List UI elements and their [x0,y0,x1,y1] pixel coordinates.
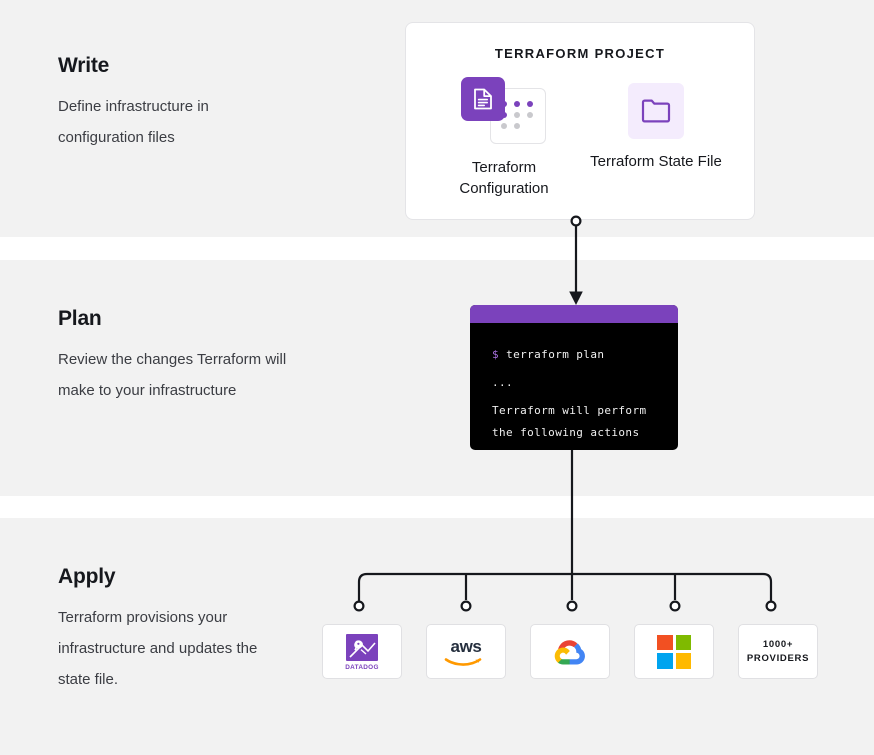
provider-card-more-providers[interactable]: 1000+ PROVIDERS [738,624,818,679]
provider-card-google-cloud[interactable] [530,624,610,679]
asset-terraform-configuration: Terraform Configuration [434,77,574,199]
step-write-title: Write [58,54,110,77]
asset-label-configuration: Terraform Configuration [459,159,549,197]
asset-terraform-state-file: Terraform State File [586,77,726,172]
provider-card-microsoft[interactable] [634,624,714,679]
terminal-window: $ terraform plan ... Terraform will perf… [470,305,678,450]
step-plan-description: Review the changes Terraform will make t… [58,351,287,400]
terminal-command-line: $ terraform plan [492,344,678,366]
more-providers-word: PROVIDERS [746,652,810,664]
step-plan: Plan Review the changes Terraform will m… [58,307,358,406]
terminal-command: terraform plan [506,348,605,361]
section-band-plan [0,260,874,496]
folder-icon [628,83,684,139]
provider-card-list: DATADOG aws [322,624,818,679]
project-card-heading: TERRAFORM PROJECT [494,46,666,61]
provider-card-aws[interactable]: aws [426,624,506,679]
step-apply-description: Terraform provisions your infrastructure… [58,609,258,689]
step-plan-title: Plan [58,307,102,330]
provider-card-datadog[interactable]: DATADOG [322,624,402,679]
aws-logo: aws [444,637,482,666]
terraform-project-card: TERRAFORM PROJECT [405,22,755,220]
terminal-output-line-2: the following actions [492,426,640,439]
datadog-logo: DATADOG [345,633,378,671]
step-apply-title: Apply [58,565,116,588]
terminal-output: $ terraform plan ... Terraform will perf… [470,323,678,444]
google-cloud-logo [554,639,585,665]
document-icon [461,77,547,145]
step-apply: Apply Terraform provisions your infrastr… [58,565,358,695]
svg-text:aws: aws [451,637,482,656]
terminal-output-line-1: Terraform will perform [492,404,647,417]
asset-label-state-file: Terraform State File [590,153,722,170]
terminal-prompt-symbol: $ [492,348,500,361]
document-badge [461,77,505,121]
more-providers-label: 1000+ PROVIDERS [747,638,809,666]
terminal-ellipsis: ... [492,376,514,389]
more-providers-count: 1000+ [762,638,794,650]
datadog-wordmark: DATADOG [345,664,378,671]
terminal-title-bar [470,305,678,323]
dot-grid [501,101,535,129]
step-write-description: Define infrastructure in configuration f… [58,98,209,147]
step-write: Write Define infrastructure in configura… [58,54,358,153]
microsoft-logo [657,634,691,669]
project-assets: Terraform Configuration Terraform State … [406,77,754,199]
